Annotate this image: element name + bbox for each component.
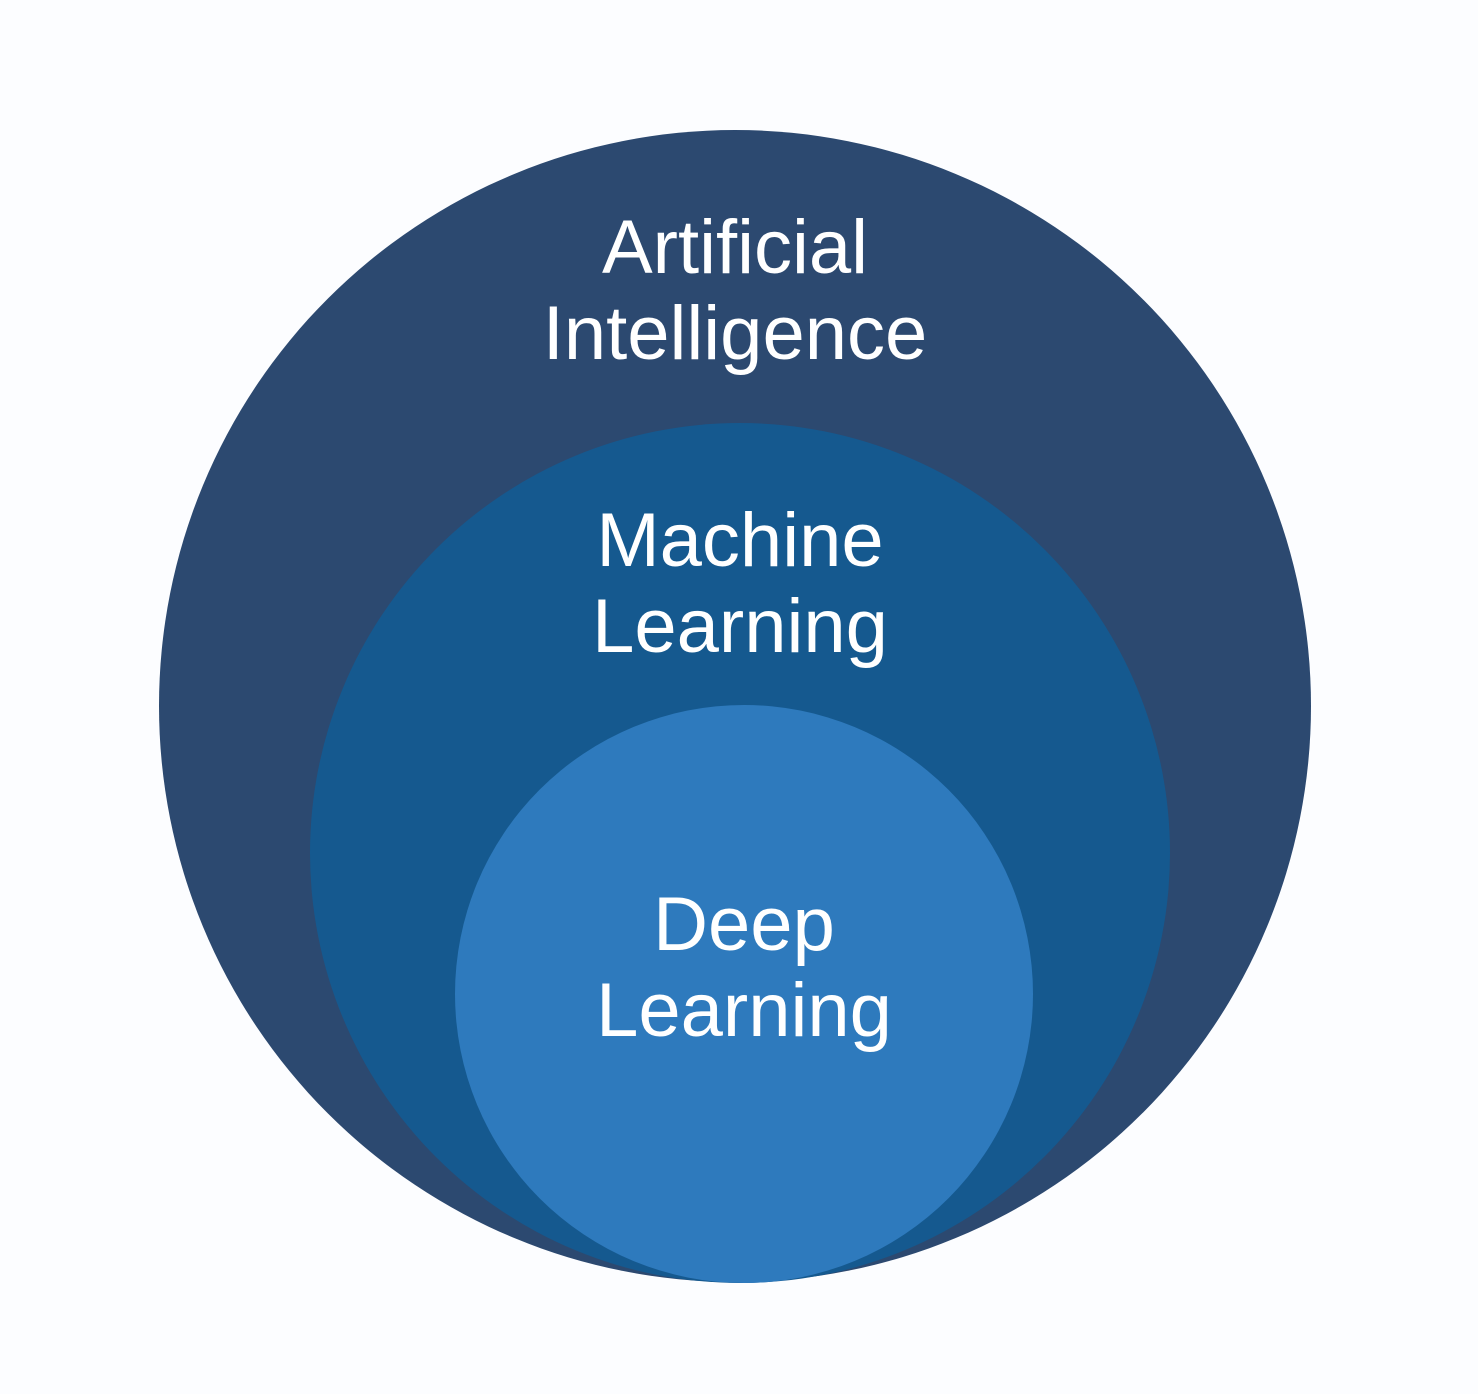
- deep-learning-label: Deep Learning: [596, 882, 892, 1053]
- machine-learning-label: Machine Learning: [592, 498, 888, 669]
- artificial-intelligence-label: Artificial Intelligence: [542, 205, 928, 376]
- deep-learning-circle: Deep Learning: [455, 705, 1033, 1283]
